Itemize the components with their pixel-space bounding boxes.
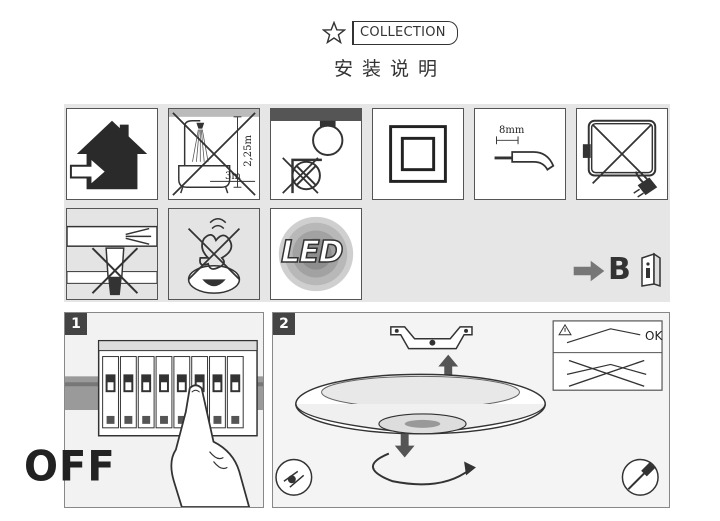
step-2-number: 2 xyxy=(273,313,295,335)
safety-panel: 2,25m 3m 8mm xyxy=(64,104,670,302)
arrow-right-icon xyxy=(573,260,605,282)
bathroom-zone-no-icon: 2,25m 3m xyxy=(168,108,260,200)
wire-strip-length-icon: 8mm xyxy=(474,108,566,200)
no-cable-reuse-icon xyxy=(66,208,158,300)
indoor-use-icon xyxy=(66,108,158,200)
dim-strip-label: 8mm xyxy=(499,125,525,136)
brand-header: COLLECTION xyxy=(322,19,458,47)
screw-icon xyxy=(275,458,313,496)
hand-pointing-icon xyxy=(170,384,251,507)
refer-letter: B xyxy=(608,252,631,287)
dim-width-label: 3m xyxy=(225,171,241,182)
screwdriver-icon xyxy=(621,458,659,496)
step-1-number: 1 xyxy=(65,313,87,335)
no-bulb-replacement-icon xyxy=(168,208,260,300)
no-plug-connection-icon xyxy=(576,108,668,200)
double-insulation-icon xyxy=(372,108,464,200)
step-1-panel: 1 xyxy=(64,312,264,508)
ok-label: OK xyxy=(645,329,663,343)
dim-height-label: 2,25m xyxy=(243,135,254,167)
led-icon: LED xyxy=(270,208,362,300)
document-subtitle: 安装说明 xyxy=(333,58,446,80)
no-covering-lamp-icon xyxy=(270,108,362,200)
led-text: LED xyxy=(280,234,344,271)
mounting-bracket-icon xyxy=(390,326,473,350)
rotate-arrow-icon xyxy=(372,452,476,486)
brand-box: COLLECTION xyxy=(352,21,458,45)
ceiling-lamp-icon xyxy=(295,373,546,435)
brand-label: COLLECTION xyxy=(360,25,446,40)
refer-sheet-b: B xyxy=(572,248,668,294)
off-label: OFF xyxy=(24,442,116,492)
manual-book-icon xyxy=(641,252,661,288)
star-icon xyxy=(322,21,346,45)
step-2-panel: 2 OK xyxy=(272,312,670,508)
warning-triangle-icon xyxy=(558,323,572,336)
